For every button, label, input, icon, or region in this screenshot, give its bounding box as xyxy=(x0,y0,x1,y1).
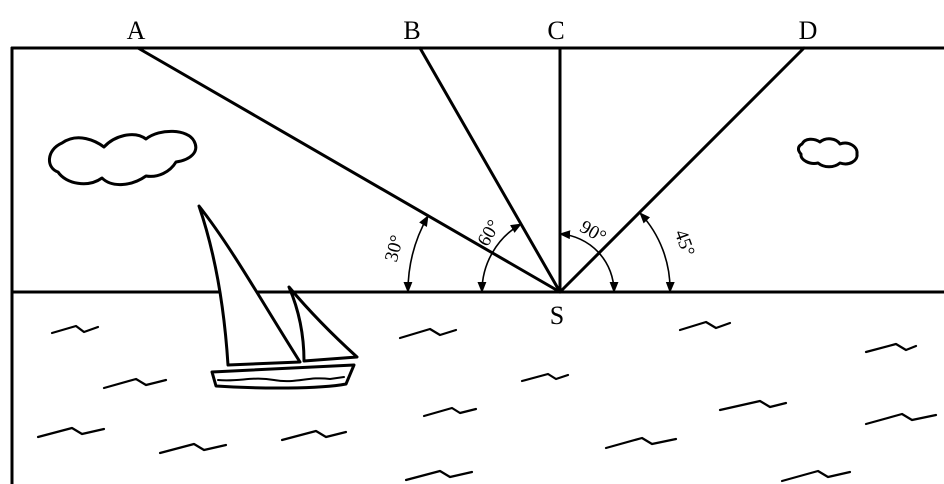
point-label-b: B xyxy=(403,16,420,45)
main-sail xyxy=(197,204,302,367)
wave xyxy=(604,436,678,450)
hull xyxy=(210,363,356,390)
angle-arcs xyxy=(403,212,675,294)
waves xyxy=(36,320,938,483)
wave xyxy=(678,320,732,332)
hull-wave xyxy=(217,376,345,383)
jib-sail xyxy=(287,285,359,363)
wave xyxy=(718,399,788,412)
angle-arc-90 xyxy=(558,230,619,294)
wave xyxy=(50,324,100,335)
frame xyxy=(10,46,944,484)
point-label-a: A xyxy=(127,16,146,45)
angle-label-30: 30° xyxy=(381,233,408,264)
wave xyxy=(102,377,168,390)
rays xyxy=(136,46,806,294)
cloud-right-icon xyxy=(797,137,859,169)
wave xyxy=(864,342,918,354)
wave xyxy=(404,469,474,482)
wave xyxy=(280,429,348,442)
cloud-left-icon xyxy=(48,129,198,186)
wave xyxy=(36,426,106,439)
point-label-d: D xyxy=(799,16,818,45)
wave xyxy=(422,406,478,418)
ray-sa xyxy=(136,46,562,294)
wave xyxy=(398,327,458,340)
angle-arc-60 xyxy=(477,223,522,294)
angle-label-90: 90° xyxy=(576,216,610,247)
ray-sb xyxy=(418,46,562,294)
sailboat-icon xyxy=(197,204,359,390)
point-label-c: C xyxy=(547,16,564,45)
wave xyxy=(520,372,570,383)
angle-arc-30 xyxy=(403,215,429,294)
point-label-s: S xyxy=(550,301,564,330)
angle-label-45: 45° xyxy=(670,227,699,259)
wave xyxy=(864,412,938,426)
wave xyxy=(780,469,852,483)
angle-arc-45 xyxy=(639,212,675,294)
wave xyxy=(158,442,228,455)
